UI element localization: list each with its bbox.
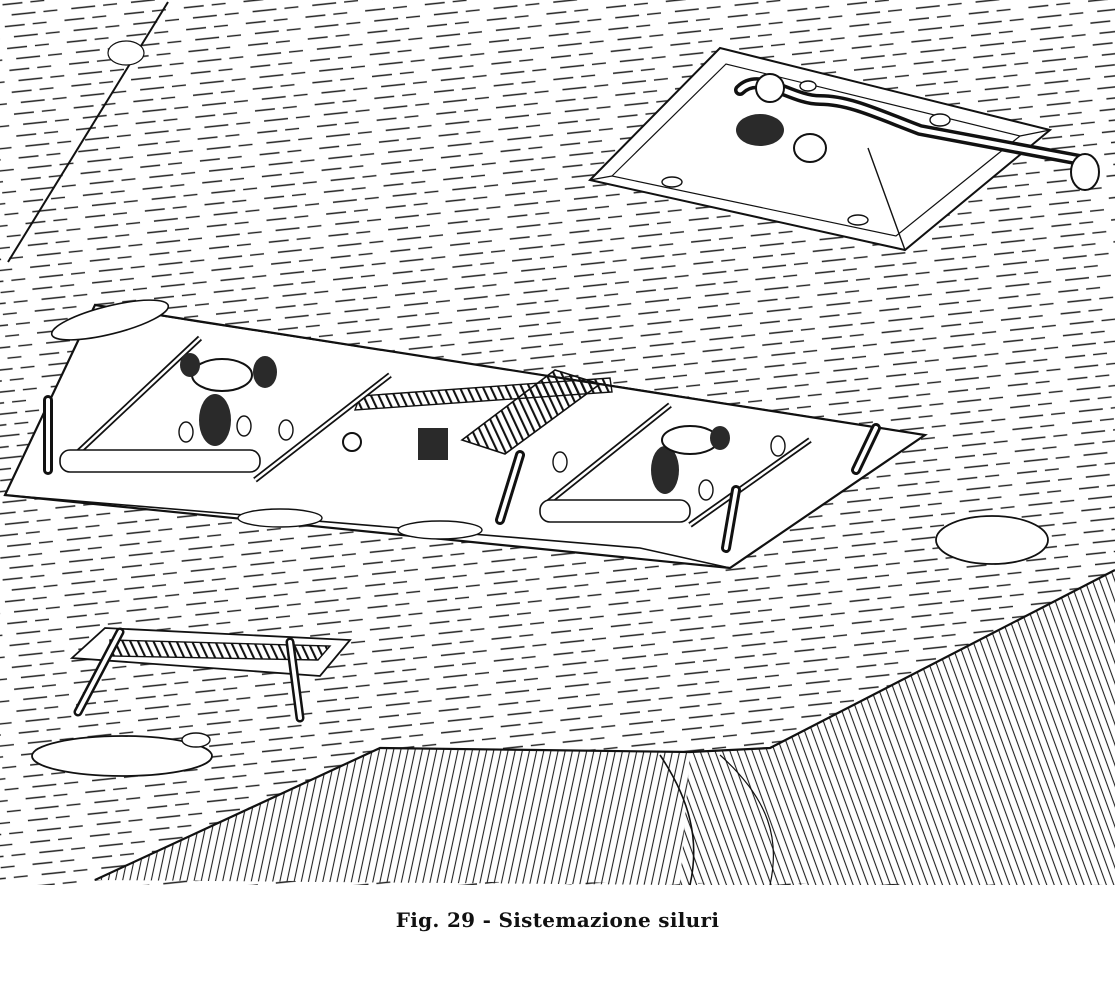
central-release-mechanism [3,299,928,570]
hull-bulkhead [94,569,1115,886]
gear-cluster-right [651,425,730,494]
deck-edge-line [7,1,169,263]
figure-caption: Fig. 29 - Sistemazione siluri [395,908,720,932]
deck-rivet [107,40,145,66]
deck-plate-right [935,515,1049,565]
gear-cluster-left [180,353,277,446]
upper-right-fitting [588,46,1100,252]
lower-left-bracket [31,627,352,777]
